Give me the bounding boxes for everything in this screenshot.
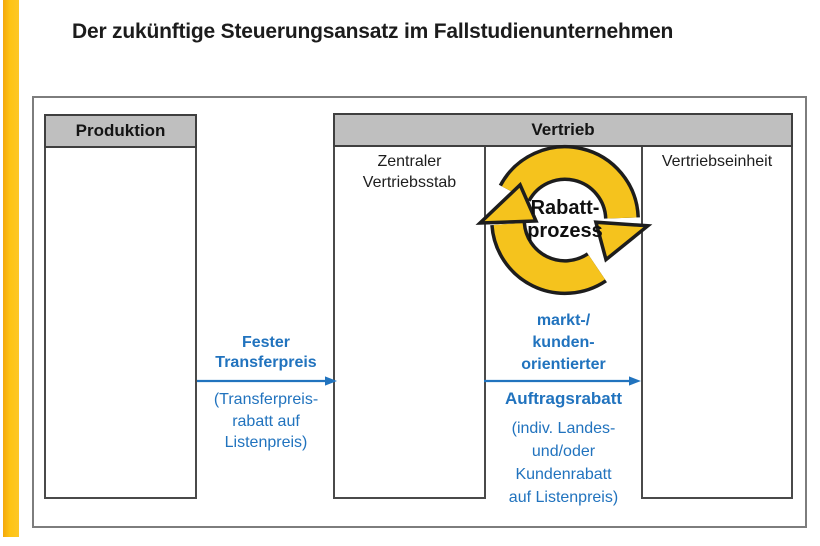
produktion-header: Produktion <box>44 114 197 148</box>
transferpreis-arrow-note: (Transferpreis- rabatt auf Listenpreis) <box>188 389 344 454</box>
auftragsrabatt-note-line4: auf Listenpreis) <box>508 489 619 506</box>
vertriebseinheit-label: Vertriebseinheit <box>661 153 773 170</box>
slide-title: Der zukünftige Steuerungsansatz im Falls… <box>72 20 674 43</box>
zentraler-vertriebsstab-label-line1: Zentraler <box>377 153 442 170</box>
rabattprozess-label-line2: prozess <box>527 220 603 242</box>
vertriebseinheit-column: Vertriebseinheit <box>641 143 793 499</box>
produktion-box <box>44 144 197 499</box>
rabattprozess-cycle-icon: Rabatt- prozess <box>475 145 653 296</box>
rabattprozess-label-line1: Rabatt- <box>531 197 600 219</box>
zentraler-vertriebsstab-label-line2: Vertriebsstab <box>362 174 457 191</box>
auftragsrabatt-note-line3: Kundenrabatt <box>515 466 612 483</box>
transferpreis-note-line1: (Transferpreis- <box>213 391 319 408</box>
auftragsrabatt-title-line2: kunden- <box>532 334 595 351</box>
auftragsrabatt-arrow-title: markt-/ kunden- orientierter <box>486 310 641 376</box>
cycle-arrows <box>475 145 653 296</box>
transferpreis-arrow-title: Fester Transferpreis <box>195 333 337 373</box>
auftragsrabatt-subtitle: Auftragsrabatt <box>504 389 623 408</box>
zentraler-vertriebsstab-column: Zentraler Vertriebsstab <box>333 143 486 499</box>
transferpreis-note-line3: Listenpreis) <box>224 434 308 451</box>
auftragsrabatt-title-line1: markt-/ <box>536 312 591 329</box>
transferpreis-title-line1: Fester <box>241 334 291 351</box>
transferpreis-note-line2: rabatt auf <box>232 412 300 430</box>
auftragsrabatt-note-line2: und/oder <box>531 443 596 460</box>
auftragsrabatt-title-line3: orientierter <box>521 356 606 373</box>
auftragsrabatt-note-line1: (indiv. Landes- <box>511 420 616 437</box>
auftragsrabatt-arrow-note: (indiv. Landes- und/oder Kundenrabatt au… <box>482 417 645 509</box>
vertrieb-header: Vertrieb <box>333 113 793 147</box>
transferpreis-title-line2: Transferpreis <box>215 354 317 371</box>
accent-bar <box>3 0 19 537</box>
